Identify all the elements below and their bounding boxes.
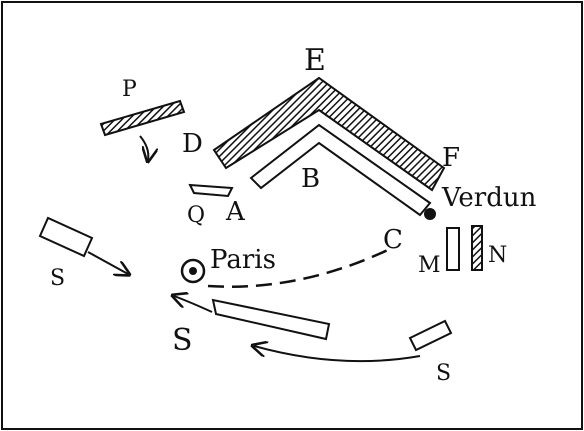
block-p — [99, 99, 186, 137]
label-b: B — [301, 164, 320, 194]
label-n: N — [488, 243, 507, 268]
block-s-center — [211, 298, 331, 341]
arrow-s-left — [87, 251, 128, 274]
label-e: E — [304, 43, 326, 78]
block-n — [471, 225, 483, 271]
verdun-dot — [424, 208, 436, 220]
label-paris: Paris — [210, 245, 276, 275]
block-q — [188, 183, 234, 198]
arrow-s-right — [254, 346, 421, 363]
paris-dot — [189, 267, 197, 275]
label-s-left: S — [50, 266, 65, 291]
label-f: F — [442, 143, 460, 173]
block-m — [446, 227, 460, 271]
arrow-p — [139, 135, 148, 160]
label-d: D — [182, 129, 203, 159]
outer-front-hatched — [212, 76, 446, 192]
block-s-left — [38, 216, 94, 258]
label-verdun: Verdun — [441, 183, 537, 213]
arrow-s-center — [174, 296, 213, 313]
label-a: A — [225, 197, 246, 227]
label-q: Q — [187, 203, 205, 228]
block-s-right — [408, 319, 453, 352]
label-m: M — [418, 253, 441, 278]
label-s-center: S — [172, 323, 193, 358]
inner-front-b — [249, 123, 432, 217]
label-c: C — [383, 225, 403, 255]
label-p: P — [122, 77, 137, 102]
label-s-right: S — [436, 361, 451, 386]
